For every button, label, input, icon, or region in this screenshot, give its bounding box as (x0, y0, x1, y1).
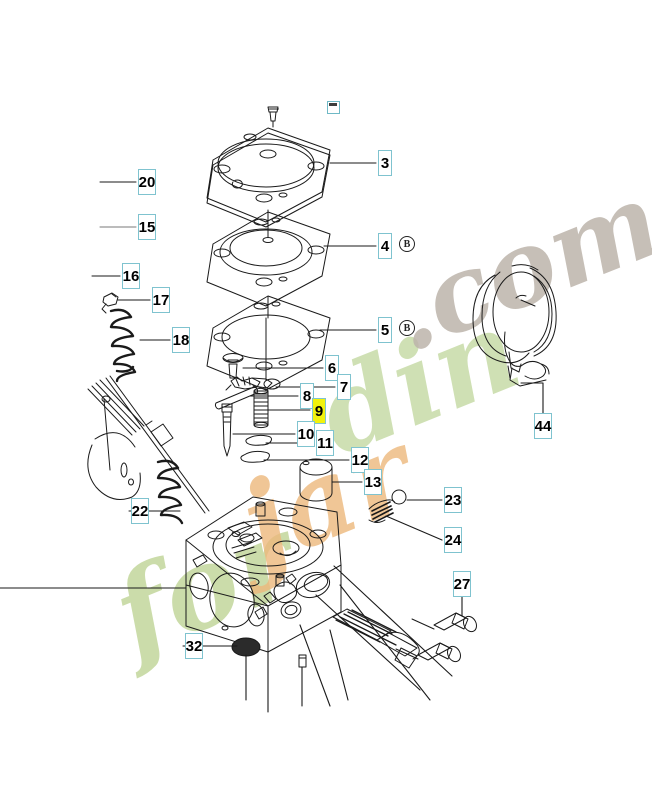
callout-16-text: 16 (122, 267, 140, 285)
callout-17[interactable]: 17 (152, 287, 170, 313)
callout-11[interactable]: 11 (316, 430, 334, 456)
callout-12[interactable]: 12 (351, 447, 369, 473)
callout-3-text: 3 (380, 154, 390, 172)
callout-9[interactable]: 9 (312, 398, 326, 424)
part-7-lever (225, 376, 281, 391)
part-44-clamp (472, 264, 557, 387)
part-top-screw (267, 106, 279, 128)
callout-6-text: 6 (327, 359, 337, 377)
bmark-5-text: B (403, 322, 411, 334)
part-9-spring (253, 387, 269, 429)
callout-7[interactable]: 7 (337, 374, 351, 400)
callout-20[interactable]: 20 (138, 169, 156, 195)
part-bottom-pin (298, 654, 307, 668)
callout-4-text: 4 (380, 237, 390, 255)
callout-7-text: 7 (339, 378, 349, 396)
callout-17-text: 17 (152, 291, 170, 309)
part-6-screw (222, 353, 244, 379)
part-13-plug (299, 458, 333, 502)
callout-44-text: 44 (534, 417, 552, 435)
callout-32-text: 32 (185, 637, 203, 655)
part-18-spring (109, 308, 137, 383)
part-trigger-disc (87, 379, 145, 500)
callout-4[interactable]: 4 (378, 233, 392, 259)
callout-6[interactable]: 6 (325, 355, 339, 381)
part-12-strip (240, 450, 270, 463)
part-5-gasket (206, 295, 331, 391)
image-placeholder-icon (327, 101, 340, 114)
callout-23[interactable]: 23 (444, 487, 462, 513)
callout-24-text: 24 (444, 531, 462, 549)
callout-15[interactable]: 15 (138, 214, 156, 240)
callout-18-text: 18 (172, 331, 190, 349)
callout-13-text: 13 (364, 473, 382, 491)
part-3-cover-plate (206, 127, 331, 228)
callout-27[interactable]: 27 (453, 571, 471, 597)
part-10-needle-valve (221, 403, 233, 457)
bmark-4-text: B (403, 238, 411, 250)
callout-22-text: 22 (131, 502, 149, 520)
callout-44[interactable]: 44 (534, 413, 552, 439)
callout-11-text: 11 (317, 434, 333, 452)
bmark-5: B (399, 320, 415, 336)
callout-9-text: 9 (314, 402, 324, 420)
callout-20-text: 20 (138, 173, 156, 191)
part-pump-screw (332, 608, 420, 669)
callout-32[interactable]: 32 (185, 633, 203, 659)
callout-23-text: 23 (444, 491, 462, 509)
part-32-screen (231, 637, 261, 657)
callout-15-text: 15 (138, 218, 156, 236)
part-22-spring (156, 459, 184, 525)
part-17-clip (101, 292, 119, 314)
callout-10-text: 10 (297, 425, 315, 443)
callout-12-text: 12 (351, 451, 369, 469)
leader-lines (0, 162, 544, 713)
callout-24[interactable]: 24 (444, 527, 462, 553)
callout-27-text: 27 (453, 575, 471, 593)
callout-8[interactable]: 8 (300, 383, 314, 409)
callout-13[interactable]: 13 (364, 469, 382, 495)
part-23-spring-ball (368, 489, 407, 523)
callout-18[interactable]: 18 (172, 327, 190, 353)
part-carburetor-body (185, 496, 342, 653)
part-27-adjusting-screws (395, 612, 477, 663)
part-throttle-rod (105, 375, 210, 514)
callout-5[interactable]: 5 (378, 317, 392, 343)
callout-5-text: 5 (380, 321, 390, 339)
part-4-diaphragm (206, 211, 331, 307)
callout-22[interactable]: 22 (131, 498, 149, 524)
callout-8-text: 8 (302, 387, 312, 405)
callout-16[interactable]: 16 (122, 263, 140, 289)
part-11-strip (245, 434, 272, 446)
callout-10[interactable]: 10 (297, 421, 315, 447)
callout-3[interactable]: 3 (378, 150, 392, 176)
bmark-4: B (399, 236, 415, 252)
